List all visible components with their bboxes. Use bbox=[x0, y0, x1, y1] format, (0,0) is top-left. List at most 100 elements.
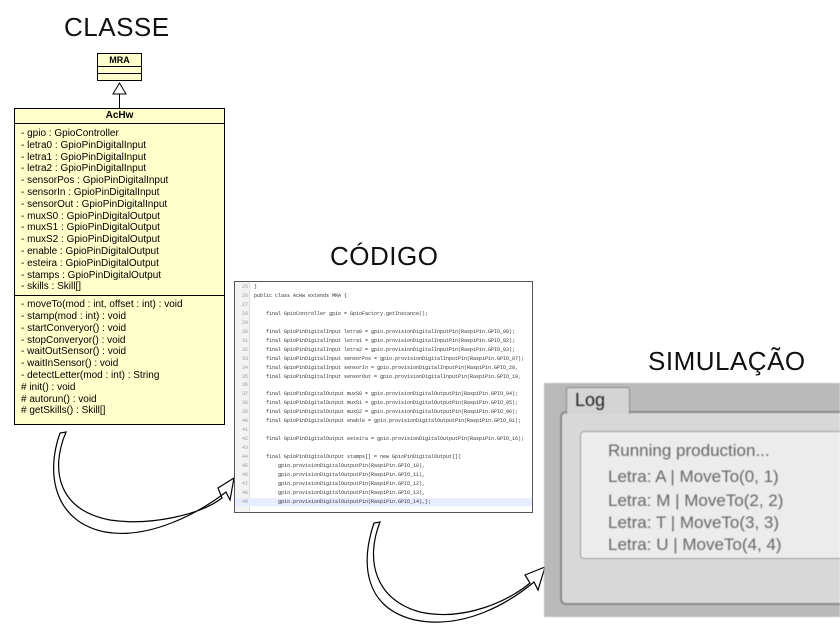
line-number: 26 bbox=[241, 292, 248, 299]
code-text: gpio.provisionDigitalOutputPin(RaspiPin.… bbox=[254, 489, 426, 496]
line-number: 45 bbox=[241, 463, 248, 469]
uml-attribute: - gpio : GpioController bbox=[21, 128, 119, 139]
code-text: final GpioPinDigitalInput sensorPos = gp… bbox=[254, 355, 525, 362]
uml-attribute: - muxS2 : GpioPinDigitalOutput bbox=[21, 234, 160, 246]
uml-class-mra: MRA bbox=[97, 53, 142, 81]
line-number: 36 bbox=[241, 382, 248, 389]
code-line: 41 bbox=[235, 426, 532, 435]
code-text: final GpioPinDigitalOutput muxS1 = gpio.… bbox=[254, 400, 519, 407]
uml-attribute: - stamps : GpioPinDigitalOutput bbox=[21, 269, 162, 281]
curved-arrow-code-to-sim bbox=[366, 521, 546, 623]
code-line: 35 final GpioPinDigitalInput sensorOut =… bbox=[235, 373, 532, 382]
uml-operation: - startConveryor() : void bbox=[21, 322, 127, 334]
line-number: 44 bbox=[241, 454, 248, 461]
simulation-window: Log Running production... Letra: A | Move… bbox=[544, 383, 840, 617]
code-line: 25} bbox=[235, 283, 532, 292]
code-line: 45 gpio.provisionDigitalOutputPin(RaspiP… bbox=[235, 462, 532, 471]
line-number: 33 bbox=[241, 355, 248, 362]
code-text: final GpioController gpio = GpioFactory.… bbox=[254, 310, 429, 317]
code-line: 44 final GpioPinDigitalOutput stamps[] =… bbox=[235, 453, 532, 462]
uml-attribute: - sensorPos : GpioPinDigitalInput bbox=[21, 175, 169, 187]
line-number: 39 bbox=[241, 409, 248, 416]
code-line: 33 final GpioPinDigitalInput sensorPos =… bbox=[235, 355, 532, 364]
uml-attribute: - enable : GpioPinDigitalOutput bbox=[21, 245, 159, 257]
code-line: 30 final GpioPinDigitalInput letra0 = gp… bbox=[235, 328, 532, 337]
uml-operation: # init() : void bbox=[21, 381, 76, 393]
uml-operation: - detectLetter(mod : int) : String bbox=[21, 369, 160, 381]
line-number: 32 bbox=[241, 346, 248, 353]
code-line: 29 bbox=[235, 319, 532, 328]
uml-attribute: - sensorOut : GpioPinDigitalInput bbox=[21, 198, 168, 210]
line-number: 28 bbox=[241, 310, 248, 317]
code-line: 34 final GpioPinDigitalInput sensorIn = … bbox=[235, 364, 532, 373]
code-line: 47 gpio.provisionDigitalOutputPin(RaspiP… bbox=[235, 480, 532, 489]
line-number: 38 bbox=[241, 400, 248, 407]
uml-class-mra-attrs bbox=[98, 67, 141, 74]
uml-attribute: - muxS0 : GpioPinDigitalOutput bbox=[21, 210, 160, 222]
code-text: gpio.provisionDigitalOutputPin(RaspiPin.… bbox=[254, 480, 426, 487]
code-line: 48 gpio.provisionDigitalOutputPin(RaspiP… bbox=[235, 489, 532, 498]
uml-operation: - stamp(mod : int) : void bbox=[21, 310, 127, 322]
code-text: final GpioPinDigitalOutput esteira = gpi… bbox=[254, 436, 525, 443]
code-line: 31 final GpioPinDigitalInput letra1 = gp… bbox=[235, 337, 532, 346]
uml-attribute: - skills : Skill[] bbox=[21, 281, 81, 293]
code-line: 40 final GpioPinDigitalOutput enable = g… bbox=[235, 417, 532, 426]
curved-arrow-class-to-code bbox=[53, 431, 235, 534]
log-text-area bbox=[580, 431, 840, 559]
log-line: Letra: U | MoveTo(4, 4) bbox=[608, 535, 782, 554]
code-text: final GpioPinDigitalOutput muxS2 = gpio.… bbox=[254, 409, 519, 416]
code-text: gpio.provisionDigitalOutputPin(RaspiPin.… bbox=[254, 498, 432, 505]
code-text: final GpioPinDigitalInput letra2 = gpio.… bbox=[254, 346, 516, 353]
code-line: 39 final GpioPinDigitalOutput muxS2 = gp… bbox=[235, 408, 532, 417]
line-number: 27 bbox=[241, 301, 248, 308]
uml-class-achw-name: AcHw bbox=[15, 109, 224, 124]
heading-classe: CLASSE bbox=[64, 12, 170, 42]
heading-simulacao: SIMULAÇÃO bbox=[648, 346, 806, 376]
log-line: Letra: A | MoveTo(0, 1) bbox=[608, 467, 779, 486]
uml-operation: - stopConveryor() : void bbox=[21, 334, 126, 346]
line-number: 43 bbox=[241, 445, 248, 452]
code-text: gpio.provisionDigitalOutputPin(RaspiPin.… bbox=[254, 463, 426, 469]
code-line: 42 final GpioPinDigitalOutput esteira = … bbox=[235, 435, 532, 444]
uml-operations: - moveTo(mod : int, offset : int) : void… bbox=[15, 296, 224, 417]
line-number: 25 bbox=[241, 284, 248, 290]
line-number: 30 bbox=[241, 328, 248, 335]
uml-attribute: - letra1 : GpioPinDigitalInput bbox=[21, 151, 147, 163]
line-number: 29 bbox=[241, 319, 248, 326]
heading-codigo: CÓDIGO bbox=[330, 241, 439, 271]
code-text: public class AcHw extends MRA { bbox=[254, 292, 348, 299]
code-text: final GpioPinDigitalOutput stamps[] = ne… bbox=[254, 454, 462, 461]
line-number: 31 bbox=[241, 337, 248, 344]
uml-operation: # getSkills() : Skill[] bbox=[21, 405, 106, 417]
line-number: 49 bbox=[241, 498, 248, 505]
code-line: 38 final GpioPinDigitalOutput muxS1 = gp… bbox=[235, 399, 532, 408]
log-line: Letra: T | MoveTo(3, 3) bbox=[608, 513, 780, 532]
uml-operation: - waitInSensor() : void bbox=[21, 358, 119, 370]
code-line: 32 final GpioPinDigitalInput letra2 = gp… bbox=[235, 346, 532, 355]
code-line: 26 public class AcHw extends MRA { bbox=[235, 292, 532, 301]
uml-operation: - waitOutSensor() : void bbox=[21, 346, 127, 358]
line-number: 47 bbox=[241, 480, 248, 487]
uml-class-mra-name: MRA bbox=[98, 54, 141, 67]
line-number: 46 bbox=[241, 471, 248, 478]
code-gutter bbox=[235, 282, 250, 512]
code-text: final GpioPinDigitalInput sensorOut = gp… bbox=[254, 373, 522, 380]
code-text: final GpioPinDigitalInput sensorIn = gpi… bbox=[254, 364, 519, 371]
code-line: 43 bbox=[235, 444, 532, 453]
line-number: 48 bbox=[241, 489, 248, 496]
log-tab[interactable]: Log bbox=[566, 387, 630, 414]
code-line: 36 bbox=[235, 381, 532, 390]
log-line: Running production... bbox=[608, 441, 770, 460]
uml-operation: # autorun() : void bbox=[21, 393, 97, 405]
line-number: 42 bbox=[241, 436, 248, 443]
code-line: 37 final GpioPinDigitalOutput muxS0 = gp… bbox=[235, 390, 532, 399]
code-text: } bbox=[254, 284, 258, 290]
code-line: 46 gpio.provisionDigitalOutputPin(RaspiP… bbox=[235, 471, 532, 480]
uml-attributes: - gpio : GpioController- letra0 : GpioPi… bbox=[15, 124, 224, 297]
code-text: gpio.provisionDigitalOutputPin(RaspiPin.… bbox=[254, 471, 426, 478]
line-number: 34 bbox=[241, 364, 248, 371]
log-tab-label: Log bbox=[575, 390, 606, 410]
code-text: final GpioPinDigitalInput letra1 = gpio.… bbox=[254, 337, 516, 344]
uml-attribute: - sensorIn : GpioPinDigitalInput bbox=[21, 186, 160, 198]
uml-attribute: - esteira : GpioPinDigitalOutput bbox=[21, 257, 159, 269]
